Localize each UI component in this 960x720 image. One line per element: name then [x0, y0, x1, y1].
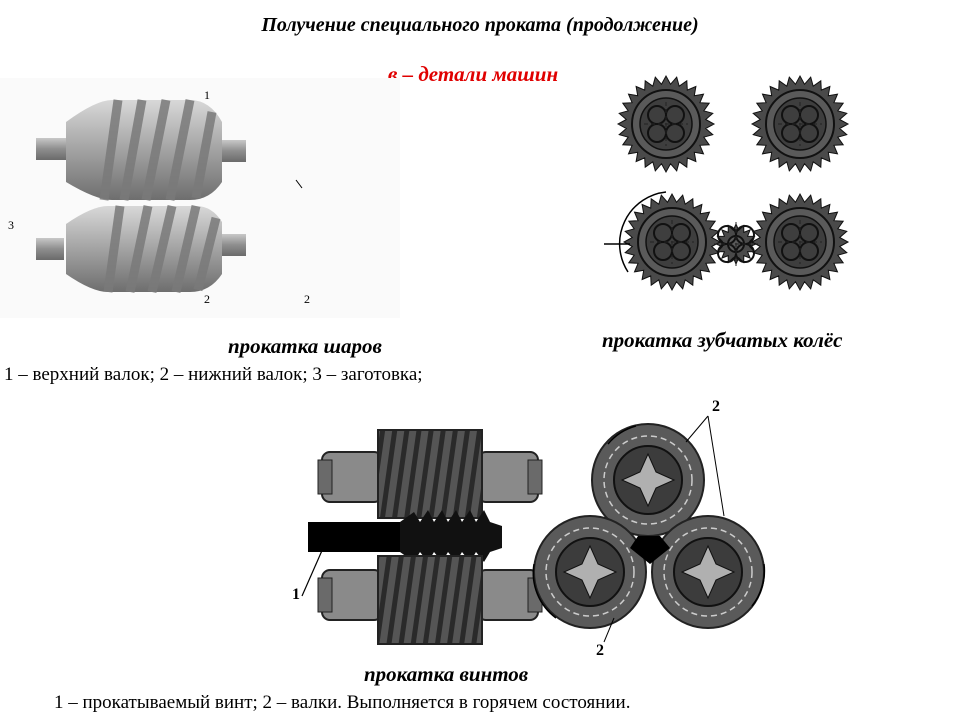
- label-lower-roll: 2: [204, 292, 210, 306]
- screws-caption: прокатка винтов: [364, 662, 529, 686]
- screw-rolling-diagram: [301, 415, 766, 645]
- top-roll: [591, 423, 705, 537]
- section-subtitle: в – детали машин: [388, 62, 559, 86]
- gear-top-right: [750, 74, 850, 174]
- balls-caption: прокатка шаров: [228, 334, 382, 358]
- page-title: Получение специального проката (продолже…: [261, 14, 699, 36]
- three-roll-cross-section: [532, 415, 766, 643]
- gear-bottom-right: [750, 192, 850, 292]
- gear-bottom-left: [622, 192, 722, 292]
- gears-caption: прокатка зубчатых колёс: [602, 328, 843, 352]
- label-screw: 1: [292, 586, 300, 603]
- gear-workpiece: [714, 222, 758, 266]
- screws-legend: 1 – прокатываемый винт; 2 – валки. Выпол…: [54, 692, 631, 713]
- left-roll: [533, 515, 647, 629]
- label-rolls-top: 2: [712, 398, 720, 415]
- label-upper-roll: 1: [204, 88, 210, 102]
- label-blank: 3: [8, 218, 14, 232]
- workpiece-center: [630, 536, 670, 564]
- label-lower-roll-2: 2: [304, 292, 310, 306]
- rotation-arrow: [618, 191, 667, 273]
- ball-rolling-diagram: [0, 78, 400, 318]
- gear-rolling-diagram: [604, 74, 850, 292]
- screw-blank: [308, 510, 502, 562]
- lower-roll: [36, 204, 246, 294]
- balls-legend: 1 – верхний валок; 2 – нижний валок; 3 –…: [4, 364, 423, 385]
- right-roll: [651, 515, 765, 629]
- screw-lower-roll: [317, 555, 543, 645]
- gear-top-left: [616, 74, 716, 174]
- label-rolls-bottom: 2: [596, 642, 604, 659]
- screw-upper-roll: [317, 429, 543, 519]
- upper-roll: [36, 99, 246, 201]
